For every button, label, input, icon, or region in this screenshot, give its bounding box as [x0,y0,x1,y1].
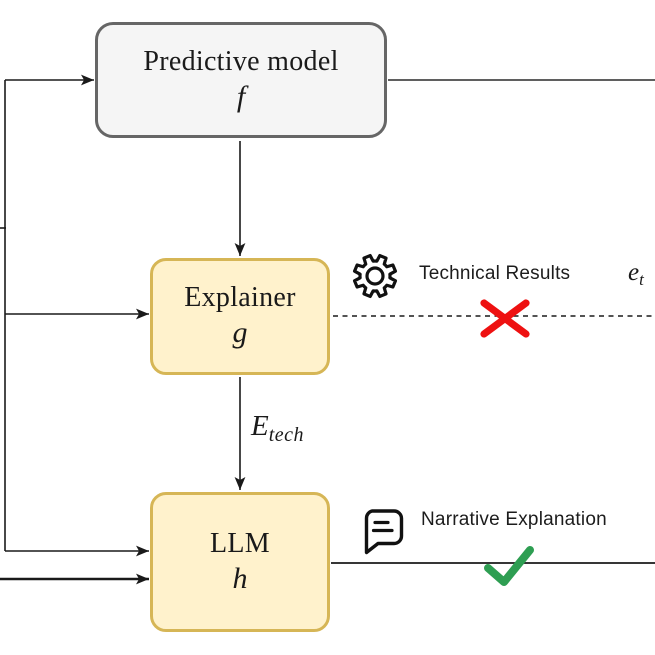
explainer-node: Explainer g [150,258,330,375]
llm-node: LLM h [150,492,330,632]
llm-symbol: h [232,561,248,595]
red-cross-icon [480,299,530,338]
predictive-model-symbol: f [236,79,246,113]
speech-bubble-icon [364,509,404,555]
predictive-model-node: Predictive model f [95,22,387,138]
green-check-icon [484,546,534,586]
llm-title: LLM [209,527,270,559]
technical-results-label: Technical Results [419,263,571,284]
gear-icon [352,253,398,299]
predictive-model-title: Predictive model [143,45,339,77]
explainer-symbol: g [232,316,248,350]
narrative-explanation-label: Narrative Explanation [421,509,607,530]
explainer-title: Explainer [184,282,296,314]
etech-edge-label: Etech [251,410,305,446]
technical-results-symbol: et [628,259,644,289]
